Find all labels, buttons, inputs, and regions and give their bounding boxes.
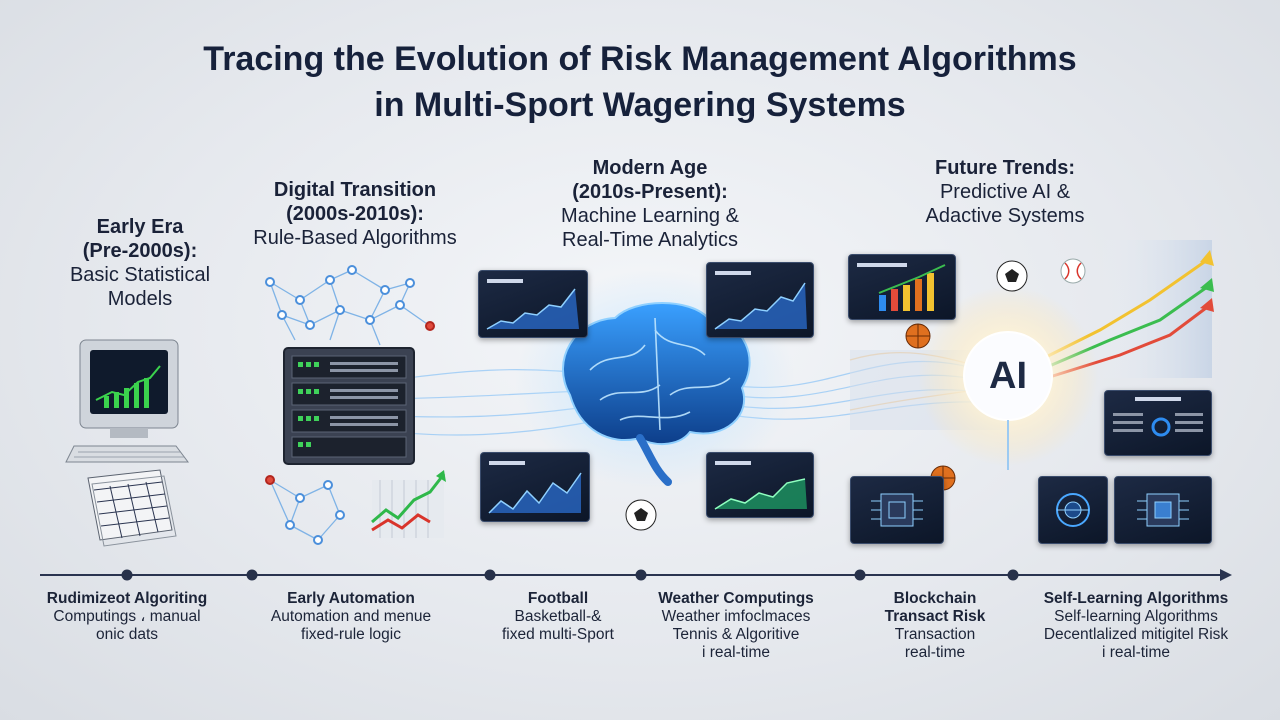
era-future: Future Trends: Predictive AI & Adactive … [900, 156, 1110, 228]
era-early: Early Era (Pre-2000s): Basic Statistical… [40, 215, 240, 311]
dashboard-panel [480, 452, 590, 522]
title-line-2: in Multi-Sport Wagering Systems [374, 86, 906, 124]
title-line-1: Tracing the Evolution of Risk Management… [203, 40, 1077, 78]
era-heading: Modern Age [592, 157, 708, 179]
basketball-icon [905, 323, 931, 349]
area-chart-icon [714, 461, 807, 510]
milestone-line: Transaction [894, 626, 976, 643]
era-modern: Modern Age (2010s-Present): Machine Lear… [535, 156, 765, 252]
milestone-line: Computings ، manual [53, 608, 201, 625]
timeline-arrowhead [1220, 569, 1232, 581]
era-digital: Digital Transition (2000s-2010s): Rule-B… [235, 178, 475, 250]
milestone-heading: Football [527, 590, 589, 607]
milestone-line: fixed multi-Sport [502, 626, 614, 643]
era-heading: (Pre-2000s): [82, 240, 198, 262]
server-rack-icon [283, 347, 415, 465]
page-title: Tracing the Evolution of Risk Management… [0, 36, 1280, 128]
milestone: Early Automation Automation and menue fi… [246, 590, 456, 644]
milestone-heading: Weather Computings [658, 590, 814, 607]
milestone-line: Automation and menue [270, 608, 432, 625]
milestone-line: Self-learning Algorithms [1054, 608, 1218, 625]
era-desc: Machine Learning & [561, 205, 739, 227]
era-desc: Rule-Based Algorithms [253, 227, 457, 249]
soccer-ball-icon [625, 499, 657, 531]
chip-panel [1038, 476, 1108, 544]
era-desc: Models [107, 288, 173, 310]
milestone-line: Transact Risk [884, 608, 986, 625]
area-chart-icon [486, 279, 579, 330]
timeline-dots [121, 569, 1019, 581]
era-heading: Digital Transition [273, 179, 437, 201]
gauge-panel-icon [1113, 397, 1203, 437]
ai-label: AI [989, 355, 1027, 397]
chip-icon [1137, 493, 1189, 527]
milestone: Self-Learning Algorithms Self-learning A… [1016, 590, 1256, 662]
milestone-heading: Blockchain [893, 590, 977, 607]
milestone: Rudimizeot Algoriting Computings ، manua… [22, 590, 232, 644]
milestone-heading: Early Automation [287, 590, 415, 607]
milestone-heading: Self-Learning Algorithms [1043, 590, 1229, 607]
milestone-line: real-time [904, 644, 966, 661]
baseball-icon [1060, 258, 1086, 284]
milestone-line: Decentlalized mitigitel Risk [1043, 626, 1229, 643]
milestone-line: Weather imfoclmaces [661, 608, 811, 625]
globe-chip-icon [1056, 493, 1090, 527]
milestone-line: Basketball-& [514, 608, 602, 625]
era-heading: Early Era [96, 216, 184, 238]
keyboard-icon [65, 445, 189, 463]
milestone: Weather Computings Weather imfoclmaces T… [636, 590, 836, 662]
crt-computer-icon [79, 339, 179, 438]
era-desc: Predictive AI & [939, 181, 1071, 203]
era-heading: Future Trends: [934, 157, 1075, 179]
milestone-line: fixed-rule logic [301, 626, 401, 643]
brain-icon [561, 302, 751, 486]
era-desc: Basic Statistical [69, 264, 211, 286]
era-heading: (2010s-Present): [572, 181, 728, 203]
soccer-ball-icon [996, 260, 1028, 292]
area-chart-icon [488, 461, 582, 514]
milestone-line: onic dats [95, 626, 159, 643]
era-heading: (2000s-2010s): [286, 203, 424, 225]
dashboard-panel [1104, 390, 1212, 456]
era-desc: Adactive Systems [925, 205, 1085, 227]
dashboard-panel [706, 262, 814, 338]
chip-panel [850, 476, 944, 544]
milestone: Football Basketball-& fixed multi-Sport [468, 590, 648, 644]
milestone-line: i real-time [701, 644, 771, 661]
dashboard-panel [848, 254, 956, 320]
bar-chart-icon [857, 263, 946, 311]
milestone-heading: Rudimizeot Algoriting [46, 590, 208, 607]
ledger-icon [87, 469, 177, 547]
rising-chart-icon [371, 470, 446, 538]
chip-panel [1114, 476, 1212, 544]
area-chart-icon [714, 271, 807, 330]
network-graph-lower-nodes [265, 475, 345, 545]
milestone-line: Tennis & Algoritive [672, 626, 800, 643]
era-desc: Real-Time Analytics [562, 229, 738, 251]
chip-icon [871, 493, 923, 527]
dashboard-panel [706, 452, 814, 518]
network-graph-nodes [265, 265, 435, 331]
milestone: Blockchain Transact Risk Transaction rea… [860, 590, 1010, 662]
milestone-line: i real-time [1101, 644, 1171, 661]
dashboard-panel [478, 270, 588, 338]
